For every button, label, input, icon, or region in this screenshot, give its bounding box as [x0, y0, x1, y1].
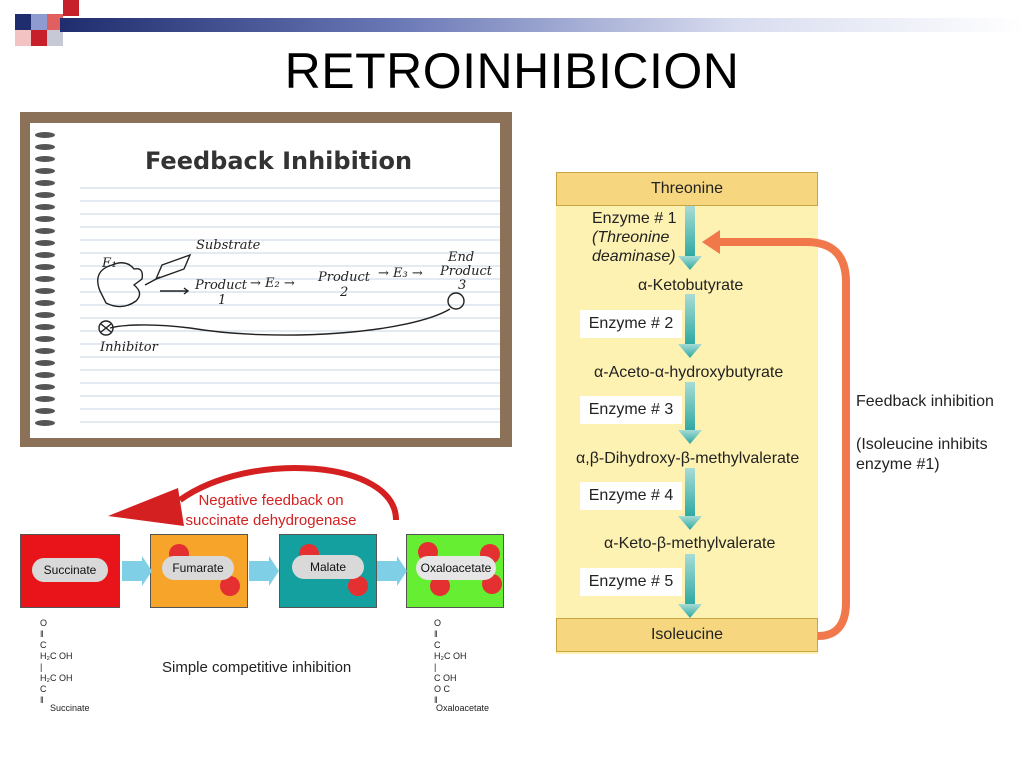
- decor-square-pale: [15, 30, 31, 46]
- spiral-rings: [35, 132, 55, 426]
- negative-feedback-line2: succinate dehydrogenase: [185, 512, 357, 529]
- oxaloacetate-structure-name: Oxaloacetate: [436, 703, 490, 713]
- notebook-title: Feedback Inhibition: [145, 147, 413, 175]
- structure-line: ‖: [40, 695, 44, 705]
- structure-line: H₂C OH: [434, 651, 467, 661]
- metabolite-aceto-hydroxybutyrate: α-Aceto-α-hydroxybutyrate: [594, 364, 784, 381]
- structure-line: O: [40, 618, 48, 628]
- pathway-arrows: [678, 206, 850, 640]
- decor-square-gray: [47, 30, 63, 46]
- negative-feedback-arrow: [108, 465, 399, 526]
- structure-line: C: [40, 684, 47, 694]
- metabolite-dihydroxy-methylvalerate: α,β-Dihydroxy-β-methylvalerate: [576, 450, 800, 467]
- structure-line: H₂C OH: [40, 673, 73, 683]
- feedback-sketch: [97, 253, 465, 336]
- decor-square-red-3: [63, 0, 79, 16]
- label-end-product: Product: [440, 264, 492, 279]
- pill-succinate: Succinate: [32, 558, 108, 582]
- slide-title: RETROINHIBICION: [284, 43, 740, 99]
- feedback-note-line1: (Isoleucine inhibits: [856, 436, 988, 453]
- label-product1-sub: 1: [218, 293, 227, 308]
- metabolite-keto-methylvalerate: α-Keto-β-methylvalerate: [604, 535, 776, 552]
- succinate-structure: O ‖ C H₂C OH | H₂C OH C ‖: [40, 618, 73, 706]
- enzyme1-label: Enzyme # 1: [592, 210, 677, 227]
- decor-square-red: [31, 30, 47, 46]
- header-gradient-bar: [60, 18, 1024, 32]
- decor-square-blue: [15, 14, 31, 30]
- decor-square-lightblue: [31, 14, 47, 30]
- threonine-box: Threonine: [556, 172, 818, 206]
- enzyme1-name-line1: (Threonine: [592, 229, 670, 246]
- pill-malate: Malate: [292, 555, 364, 579]
- isoleucine-box: Isoleucine: [556, 618, 818, 652]
- structure-line: O: [434, 618, 442, 628]
- label-product1: Product: [195, 278, 247, 293]
- competitive-inhibition-caption: Simple competitive inhibition: [162, 659, 352, 676]
- structure-line: ‖: [434, 695, 438, 705]
- label-substrate: Substrate: [196, 238, 261, 253]
- structure-line: C OH: [434, 673, 457, 683]
- label-product2-sub: 2: [340, 285, 349, 300]
- structure-line: O C: [434, 684, 451, 694]
- label-e2: → E₂ →: [250, 276, 295, 291]
- notebook-lines: [35, 132, 500, 426]
- label-inhibitor: Inhibitor: [100, 340, 158, 355]
- structure-line: ‖: [434, 629, 438, 639]
- structure-line: H₂C OH: [40, 651, 73, 661]
- enzyme4-label: Enzyme # 4: [580, 482, 682, 510]
- structure-line: ‖: [40, 629, 44, 639]
- feedback-note-line2: enzyme #1): [856, 456, 940, 473]
- structure-line: C: [434, 640, 441, 650]
- negative-feedback-line1: Negative feedback on: [198, 492, 344, 509]
- label-product2: Product: [318, 270, 370, 285]
- structure-line: |: [434, 662, 437, 672]
- notebook-page: [30, 123, 500, 438]
- label-end-sub: 3: [458, 278, 467, 293]
- enzyme1-name-line2: deaminase): [592, 248, 676, 265]
- structure-line: |: [40, 662, 43, 672]
- pill-fumarate: Fumarate: [162, 556, 234, 580]
- oxaloacetate-structure: O ‖ C H₂C OH | C OH O C ‖: [434, 618, 467, 706]
- pill-oxaloacetate: Oxaloacetate: [416, 556, 496, 580]
- succinate-structure-name: Succinate: [50, 703, 90, 713]
- enzyme2-label: Enzyme # 2: [580, 310, 682, 338]
- enzyme5-label: Enzyme # 5: [580, 568, 682, 596]
- label-end: End: [448, 250, 475, 265]
- structure-line: C: [40, 640, 47, 650]
- label-e1: E₁: [102, 256, 117, 271]
- label-e3: → E₃ →: [378, 266, 423, 281]
- decor-square-red-2: [47, 14, 63, 30]
- metabolite-ketobutyrate: α-Ketobutyrate: [638, 277, 744, 294]
- enzyme3-label: Enzyme # 3: [580, 396, 682, 424]
- feedback-inhibition-label: Feedback inhibition: [856, 393, 994, 410]
